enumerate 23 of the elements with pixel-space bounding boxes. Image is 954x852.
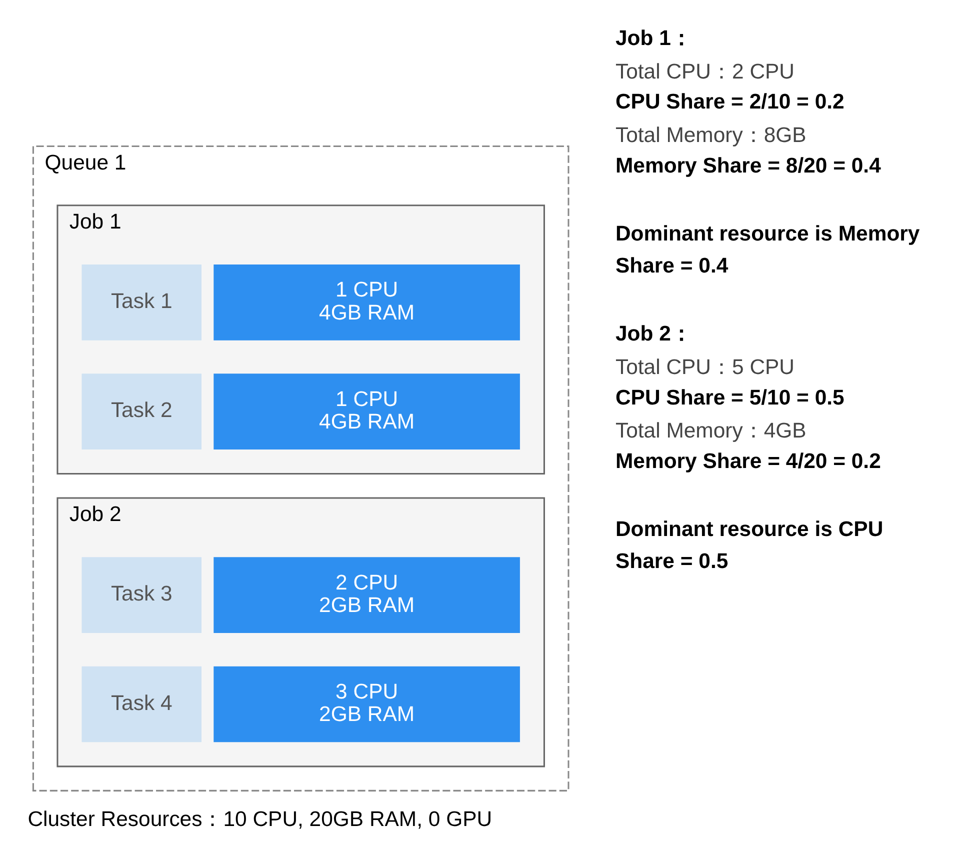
label: CPU Share = 2/10 = 0.2 [614,90,844,114]
label: Total Memory：4GB [614,420,806,443]
label: Total CPU：5 CPU [614,356,794,379]
node-box: 3 CPU 2GB RAM [213,666,520,742]
node-box: 1 CPU 4GB RAM [213,374,520,450]
node-box: Task 4 [81,666,202,742]
node-box: Task 1 [81,264,202,340]
node-box: Task 2 [81,374,202,450]
label: Total CPU：2 CPU [614,60,794,84]
caption: Cluster Resources：10 CPU, 20GB RAM, 0 GPU [27,808,492,831]
label: Dominant resource is CPU [614,518,883,542]
label: Job 2： [614,322,692,346]
label: CPU Share = 5/10 = 0.5 [614,386,844,410]
label: Memory Share = 4/20 = 0.2 [614,450,880,474]
label: Job 1： [614,26,692,50]
label: Dominant resource is Memory [614,222,920,246]
label: Memory Share = 8/20 = 0.4 [614,154,880,178]
node-box: 2 CPU 2GB RAM [213,557,520,633]
label: Share = 0.5 [614,550,728,574]
node-box: Task 3 [81,557,202,633]
label: Share = 0.4 [614,254,728,278]
node-box: 1 CPU 4GB RAM [213,264,520,340]
label: Total Memory：8GB [614,124,806,147]
